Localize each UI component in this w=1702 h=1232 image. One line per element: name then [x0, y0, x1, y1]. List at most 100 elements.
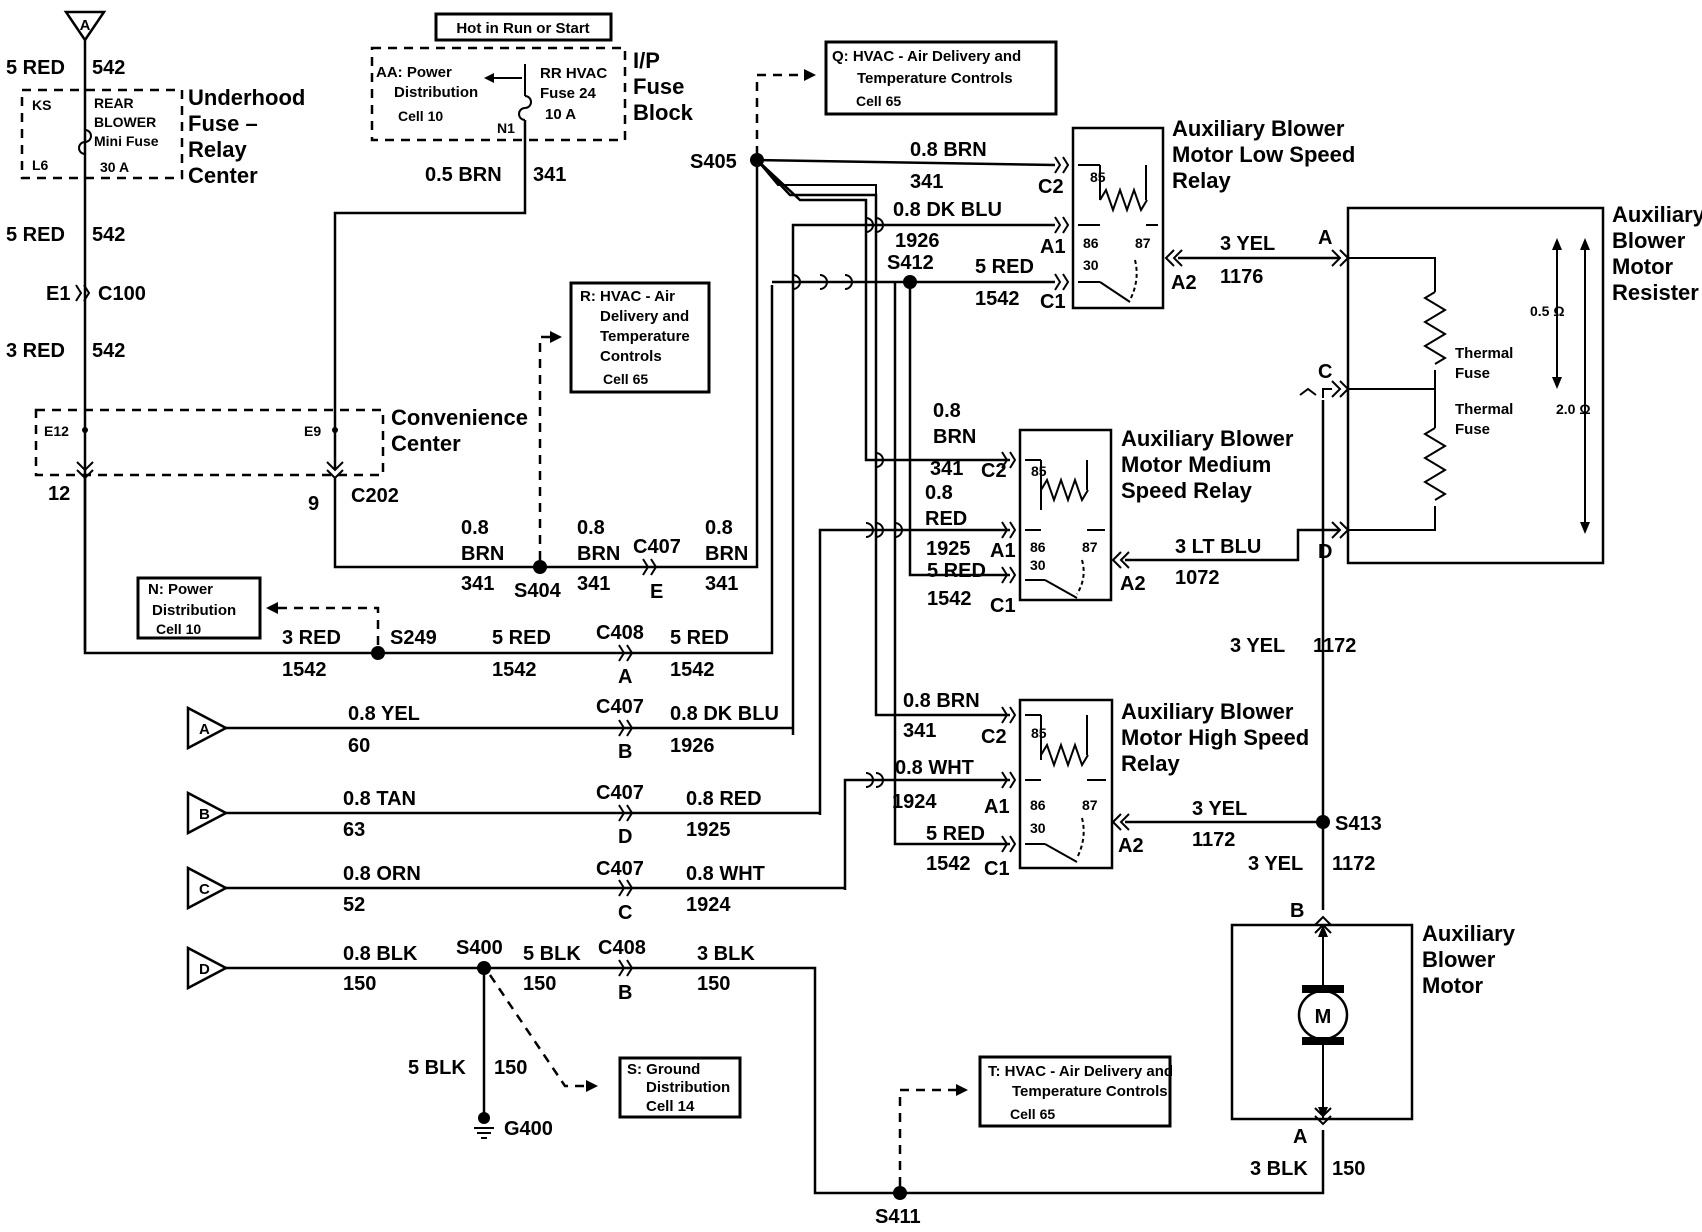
svg-text:1542: 1542	[927, 588, 972, 610]
resister-label: Auxiliary	[1612, 202, 1702, 227]
svg-text:Resister: Resister	[1612, 280, 1699, 305]
svg-text:0.8 RED: 0.8 RED	[686, 788, 762, 810]
ref-s-ground-distribution: S: Ground Distribution Cell 14	[618, 1056, 742, 1119]
svg-text:C: C	[1318, 361, 1332, 383]
svg-text:5 RED: 5 RED	[975, 256, 1034, 278]
svg-text:Cell 10: Cell 10	[156, 621, 201, 637]
svg-text:RED: RED	[925, 508, 967, 530]
svg-text:N1: N1	[497, 120, 515, 136]
svg-text:5 BLK: 5 BLK	[408, 1057, 466, 1079]
convenience-center: E12 E9	[34, 408, 385, 477]
svg-text:BLOWER: BLOWER	[94, 114, 156, 130]
svg-text:L6: L6	[32, 157, 49, 173]
svg-text:0.8 ORN: 0.8 ORN	[343, 863, 421, 885]
svg-text:1926: 1926	[895, 230, 940, 252]
svg-text:S404: S404	[514, 580, 562, 602]
underhood-fuse-block: KS L6 REAR BLOWER Mini Fuse 30 A	[20, 88, 184, 180]
svg-text:Center: Center	[188, 163, 258, 188]
svg-text:87: 87	[1082, 539, 1098, 555]
svg-text:5 BLK: 5 BLK	[523, 943, 581, 965]
svg-text:Temperature Controls: Temperature Controls	[857, 70, 1013, 87]
svg-text:0.8: 0.8	[925, 482, 953, 504]
svg-text:0.5 BRN: 0.5 BRN	[425, 164, 502, 186]
relay-med-label: Auxiliary Blower	[1121, 426, 1294, 451]
svg-text:B: B	[1290, 900, 1304, 922]
ref-q-hvac: Q: HVAC - Air Delivery and Temperature C…	[824, 40, 1058, 116]
svg-text:86: 86	[1083, 235, 1099, 251]
svg-text:341: 341	[461, 573, 494, 595]
svg-text:1172: 1172	[1192, 829, 1235, 851]
svg-text:0.8: 0.8	[933, 400, 961, 422]
svg-text:0.8 WHT: 0.8 WHT	[895, 757, 974, 779]
svg-text:D: D	[618, 826, 632, 848]
svg-text:C407: C407	[596, 782, 644, 804]
svg-text:3 RED: 3 RED	[282, 627, 341, 649]
svg-text:D: D	[199, 961, 210, 978]
svg-text:87: 87	[1082, 797, 1098, 813]
svg-text:1072: 1072	[1175, 567, 1220, 589]
svg-text:Distribution: Distribution	[646, 1079, 730, 1096]
svg-text:C100: C100	[98, 283, 146, 305]
ref-t-hvac: T: HVAC - Air Delivery and Temperature C…	[978, 1055, 1173, 1128]
svg-text:1926: 1926	[670, 735, 715, 757]
svg-text:RR HVAC: RR HVAC	[540, 65, 607, 82]
svg-text:30: 30	[1030, 557, 1046, 573]
svg-text:3 BLK: 3 BLK	[697, 943, 755, 965]
relay-low-speed: 85 86 87 30	[1071, 126, 1165, 310]
svg-text:1172: 1172	[1313, 635, 1356, 657]
svg-text:3 RED: 3 RED	[6, 340, 65, 362]
svg-text:Cell 65: Cell 65	[603, 371, 648, 387]
svg-text:A: A	[1318, 227, 1332, 249]
svg-text:0.8 DK BLU: 0.8 DK BLU	[893, 199, 1002, 221]
svg-text:150: 150	[523, 973, 556, 995]
svg-text:Cell 65: Cell 65	[1010, 1106, 1055, 1122]
svg-text:5 RED: 5 RED	[6, 224, 65, 246]
svg-text:5 RED: 5 RED	[927, 560, 986, 582]
svg-text:C: C	[199, 881, 210, 898]
relay-medium-speed: 85 86 87 30	[1018, 428, 1113, 602]
svg-text:3 YEL: 3 YEL	[1230, 635, 1285, 657]
svg-text:5 RED: 5 RED	[492, 627, 551, 649]
svg-text:A1: A1	[990, 540, 1016, 562]
svg-text:5 RED: 5 RED	[670, 627, 729, 649]
ip-fuse-icon	[518, 95, 532, 121]
ref-r-hvac: R: HVAC - Air Delivery and Temperature C…	[569, 281, 711, 394]
svg-text:85: 85	[1090, 169, 1106, 185]
svg-text:1542: 1542	[926, 853, 971, 875]
svg-text:S412: S412	[887, 252, 934, 274]
svg-text:Speed Relay: Speed Relay	[1121, 478, 1253, 503]
svg-text:Blower: Blower	[1612, 228, 1686, 253]
input-a: A	[186, 705, 229, 751]
svg-text:C1: C1	[990, 595, 1016, 617]
svg-text:3 YEL: 3 YEL	[1220, 233, 1275, 255]
svg-text:N: Power: N: Power	[148, 581, 213, 598]
svg-text:1925: 1925	[686, 819, 731, 841]
splice-s249	[371, 646, 385, 660]
svg-text:Controls: Controls	[600, 348, 662, 365]
svg-text:C407: C407	[633, 536, 681, 558]
svg-text:Relay: Relay	[188, 137, 247, 162]
svg-text:C407: C407	[596, 696, 644, 718]
svg-text:1924: 1924	[892, 791, 937, 813]
svg-text:Motor: Motor	[1612, 254, 1674, 279]
svg-text:0.5 Ω: 0.5 Ω	[1530, 303, 1565, 319]
wire-341-feed	[333, 120, 527, 470]
svg-text:1176: 1176	[1220, 266, 1263, 288]
svg-text:3 LT BLU: 3 LT BLU	[1175, 536, 1261, 558]
svg-text:341: 341	[705, 573, 738, 595]
svg-text:BRN: BRN	[705, 543, 748, 565]
underhood-fuse-icon	[78, 129, 92, 155]
ground-icon	[474, 1112, 494, 1139]
svg-text:30: 30	[1083, 257, 1099, 273]
svg-text:C1: C1	[984, 858, 1010, 880]
svg-text:87: 87	[1135, 235, 1151, 251]
svg-text:86: 86	[1030, 797, 1046, 813]
svg-text:E: E	[650, 581, 663, 603]
svg-text:Block: Block	[633, 100, 694, 125]
svg-text:341: 341	[577, 573, 610, 595]
svg-text:52: 52	[343, 894, 365, 916]
svg-text:341: 341	[930, 458, 963, 480]
svg-text:63: 63	[343, 819, 365, 841]
svg-text:30: 30	[1030, 820, 1046, 836]
svg-text:Motor High Speed: Motor High Speed	[1121, 725, 1309, 750]
